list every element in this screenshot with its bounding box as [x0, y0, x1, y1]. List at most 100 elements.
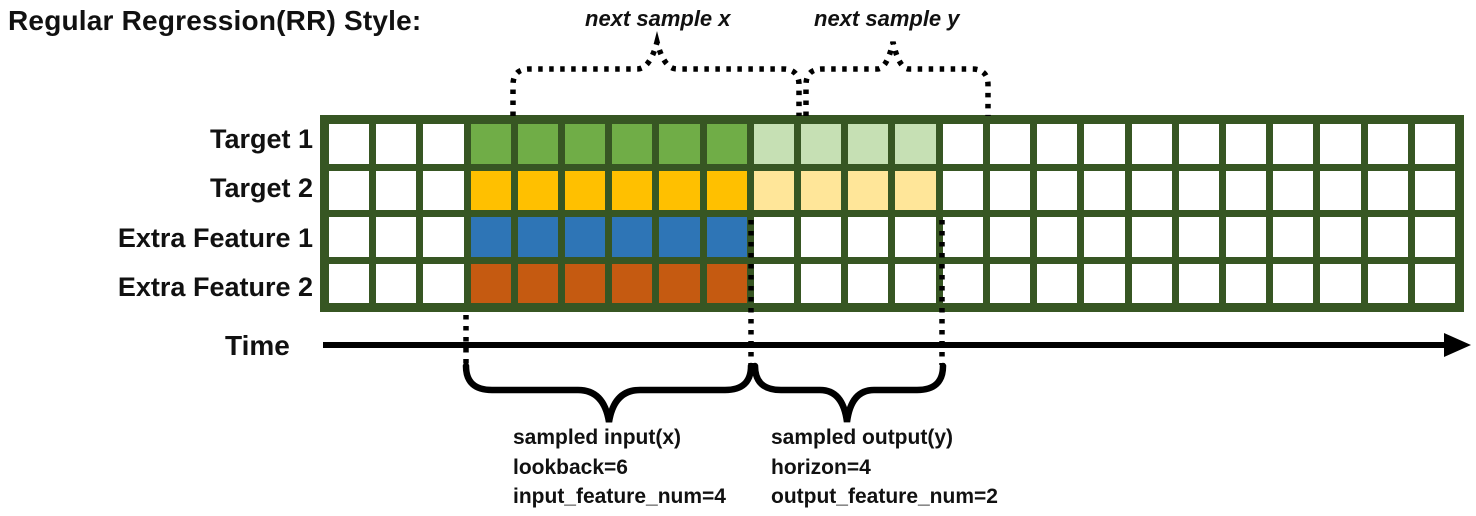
grid-cell — [848, 217, 889, 257]
sample-grid — [320, 115, 1464, 312]
grid-cell — [1131, 170, 1172, 210]
next-sample-x-label: next sample x — [585, 6, 731, 31]
grid-cell — [376, 217, 417, 257]
grid-cell — [1367, 217, 1408, 257]
grid-cell — [470, 124, 511, 164]
grid-cell — [612, 124, 653, 164]
row-label: Extra Feature 1 — [117, 222, 313, 253]
grid-cell — [848, 170, 889, 210]
grid-cell — [1320, 263, 1361, 303]
grid-cell — [1131, 217, 1172, 257]
grid-cell — [517, 263, 559, 303]
grid-cell — [1084, 124, 1125, 164]
grid-cell — [517, 217, 559, 257]
grid-cell — [895, 217, 936, 257]
grid-cell — [801, 263, 842, 303]
sampled-input-title: sampled input(x) — [513, 426, 682, 449]
grid-cell — [1178, 263, 1219, 303]
sampled-input-note: sampled input(x) lookback=6 input_featur… — [513, 423, 726, 512]
grid-cell — [1084, 170, 1125, 210]
input-feature-num-value: input_feature_num=4 — [513, 485, 726, 508]
grid-cell — [942, 124, 983, 164]
grid-cell — [517, 124, 559, 164]
grid-cell — [1225, 170, 1267, 210]
grid-cell — [1084, 263, 1125, 303]
grid-cell — [1178, 170, 1219, 210]
grid-cell — [329, 124, 370, 164]
grid-cell — [423, 124, 464, 164]
grid-cell — [329, 263, 370, 303]
row-label: Extra Feature 2 — [117, 271, 313, 302]
grid-cell — [1320, 124, 1361, 164]
grid-cell — [1367, 170, 1408, 210]
grid-cell — [1037, 170, 1078, 210]
grid-cell — [659, 217, 700, 257]
grid-cell — [1131, 124, 1172, 164]
grid-cell — [706, 124, 747, 164]
time-axis-label: Time — [225, 330, 290, 361]
grid-cell — [706, 170, 747, 210]
horizon-value: horizon=4 — [771, 455, 871, 479]
row-label: Target 2 — [209, 173, 313, 204]
lookback-value: lookback=6 — [513, 455, 628, 479]
diagram-title: Regular Regression(RR) Style: — [8, 5, 422, 36]
grid-cell — [1178, 124, 1219, 164]
next-sample-y-brace — [803, 41, 991, 116]
grid-cell — [565, 170, 606, 210]
grid-cell — [376, 170, 417, 210]
grid-cell — [1273, 124, 1314, 164]
grid-cell — [895, 124, 936, 164]
grid-cell — [1273, 170, 1314, 210]
grid-cell — [848, 263, 889, 303]
grid-cell — [942, 170, 983, 210]
grid-cell — [470, 263, 511, 303]
grid-cell — [895, 170, 936, 210]
grid-cell — [1414, 124, 1455, 164]
grid-cell — [753, 124, 795, 164]
grid-cell — [1225, 263, 1267, 303]
grid-cell — [517, 170, 559, 210]
grid-cell — [565, 263, 606, 303]
time-axis-arrow-head — [1444, 333, 1471, 357]
grid-cell — [1273, 263, 1314, 303]
grid-cell — [470, 217, 511, 257]
grid-cell — [753, 263, 795, 303]
grid-cell — [1320, 170, 1361, 210]
grid-cell — [612, 217, 653, 257]
grid-cell — [659, 170, 700, 210]
grid-cell — [565, 124, 606, 164]
grid-cell — [612, 263, 653, 303]
grid-cell — [612, 170, 653, 210]
grid-cell — [329, 217, 370, 257]
grid-cell — [753, 217, 795, 257]
sampled-output-note: sampled output(y) horizon=4 output_featu… — [771, 423, 998, 512]
grid-cell — [423, 217, 464, 257]
grid-cell — [329, 170, 370, 210]
grid-cell — [1084, 217, 1125, 257]
grid-cell — [376, 124, 417, 164]
grid-cell — [801, 217, 842, 257]
next-sample-y-label: next sample y — [814, 6, 960, 31]
grid-cell — [848, 124, 889, 164]
grid-cell — [1037, 217, 1078, 257]
grid-cell — [1367, 263, 1408, 303]
grid-cell — [376, 263, 417, 303]
grid-cell — [1225, 124, 1267, 164]
grid-cell — [1414, 263, 1455, 303]
grid-cell — [1225, 217, 1267, 257]
grid-cell — [1414, 170, 1455, 210]
grid-cell — [706, 217, 747, 257]
grid-cell — [659, 124, 700, 164]
grid-cell — [423, 263, 464, 303]
grid-cell — [565, 217, 606, 257]
grid-cell — [1037, 263, 1078, 303]
sampled-output-brace — [751, 362, 947, 423]
grid-cell — [470, 170, 511, 210]
grid-cell — [801, 170, 842, 210]
sampled-output-title: sampled output(y) — [771, 426, 953, 449]
next-sample-x-brace — [510, 31, 802, 116]
grid-cell — [989, 217, 1031, 257]
grid-cell — [1178, 217, 1219, 257]
grid-cell — [895, 263, 936, 303]
